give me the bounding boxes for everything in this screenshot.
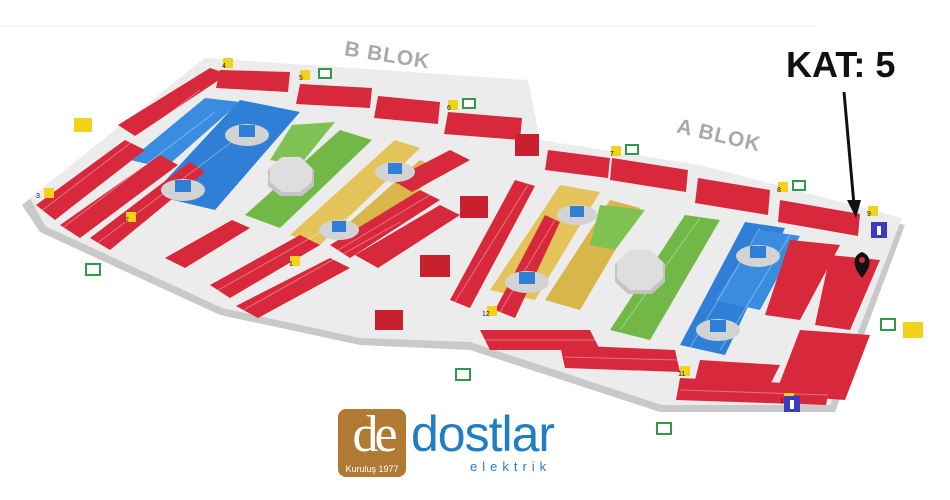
stair-number: 10 (780, 398, 788, 405)
escalator-icon (74, 118, 92, 132)
elevator-hubs (161, 124, 780, 341)
stairs-icon (487, 306, 497, 316)
restrooms (784, 222, 887, 412)
stairs-icon (778, 182, 788, 192)
red-shops-b-blok (36, 68, 522, 318)
stairs-icon (680, 366, 690, 376)
stair-number: 2 (125, 217, 129, 224)
stairs-icon (300, 70, 310, 80)
brand-logo: de Kuruluş 1977 dostlar elektrik (338, 406, 628, 479)
elevator-icon (557, 205, 597, 225)
stairs-icon (223, 58, 233, 68)
elevator-icon (161, 179, 205, 201)
stair-markers (44, 58, 923, 403)
elevator-icon (375, 162, 415, 182)
stair-numbers: 1 2 3 4 5 6 7 8 9 10 11 12 (36, 63, 871, 405)
elevator-icon (696, 319, 740, 341)
stairs-icon (868, 206, 878, 216)
exit-sign-icon (455, 368, 471, 381)
stairs-icon (448, 100, 458, 110)
elevator-icon (225, 124, 269, 146)
floor-label: KAT: 5 (786, 44, 896, 85)
stairs-icon (290, 256, 300, 266)
exit-sign-icon (462, 98, 476, 109)
logo-tagline: Kuruluş 1977 (345, 464, 399, 474)
atrium-left (268, 157, 314, 196)
atrium-right (615, 250, 665, 294)
floor-pointer-arrow (842, 91, 861, 218)
escalator-icon (903, 322, 923, 338)
red-shops-a-blok (450, 150, 880, 405)
logo-name: dostlar (411, 406, 555, 462)
location-pin-icon (854, 252, 870, 278)
stair-number: 8 (777, 187, 781, 194)
restroom-icon (784, 396, 800, 412)
stair-number: 1 (289, 261, 293, 268)
stairs-icon (44, 188, 54, 198)
stair-number: 4 (222, 63, 226, 70)
elevator-icon (505, 271, 549, 293)
stair-number: 5 (299, 75, 303, 82)
logo-badge: de Kuruluş 1977 (338, 409, 406, 477)
restroom-icon (871, 222, 887, 238)
red-small-blocks (375, 134, 539, 330)
stair-number: 12 (482, 311, 490, 318)
exit-sign-icon (792, 180, 806, 191)
exit-sign-icon (656, 422, 672, 435)
logo-mark: de (352, 409, 397, 463)
stair-number: 9 (867, 211, 871, 218)
exit-sign-icon (318, 68, 332, 79)
exit-sign-icon (85, 263, 101, 276)
exit-signs (85, 68, 896, 435)
logo-subtitle: elektrik (470, 459, 552, 474)
exit-sign-icon (880, 318, 896, 331)
stairs-icon (126, 212, 136, 222)
stair-number: 11 (678, 371, 685, 378)
elevator-icon (319, 220, 359, 240)
exit-sign-icon (625, 144, 639, 155)
stairs-icon (611, 146, 621, 156)
stair-number: 3 (36, 193, 40, 200)
stair-number: 6 (447, 105, 451, 112)
elevator-icon (736, 245, 780, 267)
stair-number: 7 (610, 151, 614, 158)
